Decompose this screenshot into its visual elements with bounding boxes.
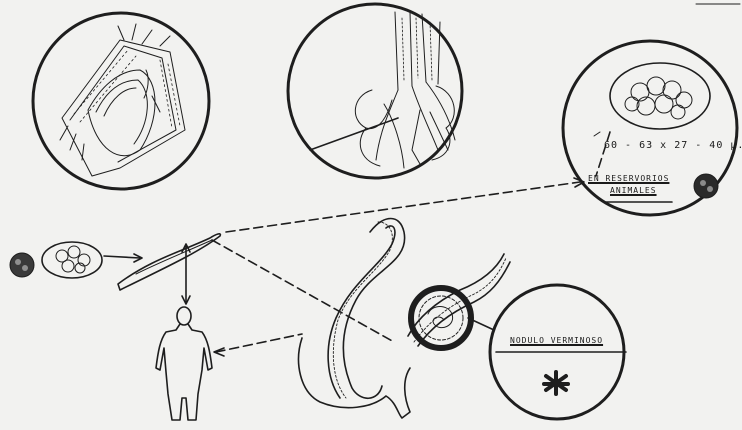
reservoir-label-line2: ANIMALES — [610, 186, 657, 195]
reservoir-egg-icon — [694, 174, 718, 198]
intestine — [299, 219, 510, 419]
asterisk-icon — [544, 372, 568, 394]
circle-nodule — [490, 285, 626, 419]
nodule-label: NODULO VERMINOSO — [510, 336, 603, 345]
free-egg-group — [10, 242, 142, 278]
egg-size-label: 60 - 63 x 27 - 40 μ. — [604, 140, 742, 151]
reservoir-label-line1: EN RESERVORIOS — [588, 174, 669, 183]
circle-worm-anterior — [33, 13, 209, 189]
human-silhouette-icon — [156, 307, 212, 420]
circle-male-tail — [288, 4, 462, 178]
